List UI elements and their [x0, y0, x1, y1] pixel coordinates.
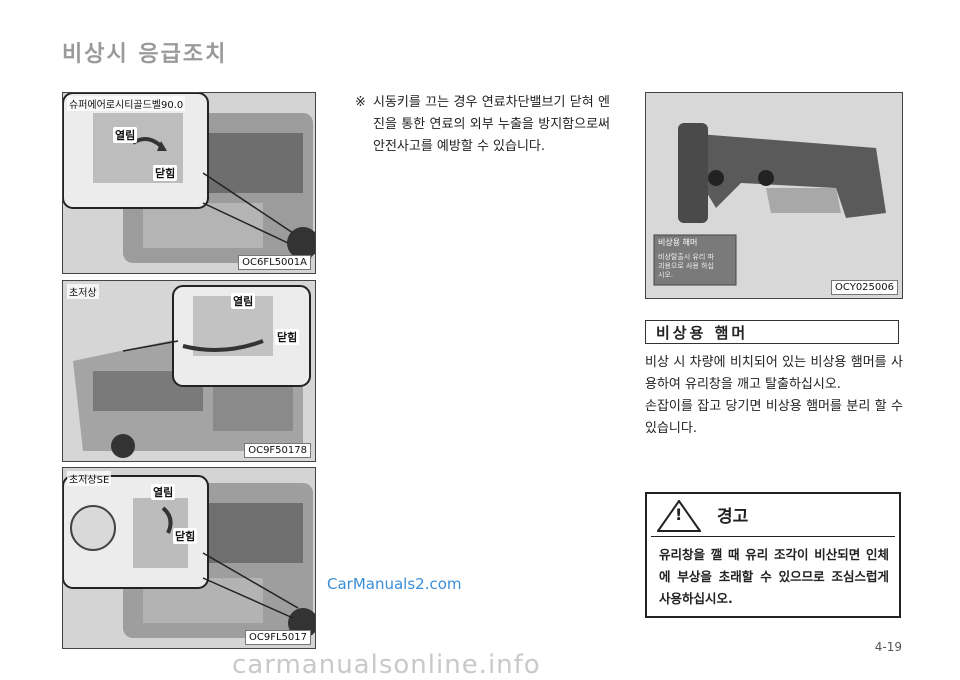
- bus-illustration-1: [63, 93, 315, 273]
- photo-1-close-callout: 닫힘: [153, 165, 178, 181]
- photo-2-label: 초저상: [67, 284, 99, 299]
- warning-symbol: !: [675, 505, 683, 524]
- hammer-tag-text: 비상탈출시 유리 파괴용으로 사용 하십시오.: [658, 253, 714, 279]
- warning-divider: [651, 536, 895, 537]
- hammer-heading: 비상용 햄머: [645, 320, 899, 344]
- photo-3-open-callout: 열림: [151, 484, 176, 500]
- warning-triangle-icon: [657, 500, 701, 532]
- note-text: 시동키를 끄는 경우 연료차단밸브기 닫혀 엔진을 통한 연료의 외부 누출을 …: [373, 95, 610, 154]
- bus-illustration-3: [63, 468, 315, 648]
- photo-2-open-callout: 열림: [231, 293, 256, 309]
- page-number: 4-19: [874, 640, 902, 654]
- photo-1-label: 슈퍼에어로시티골드벨90.0: [67, 96, 186, 111]
- hammer-illustration: [646, 93, 902, 298]
- warning-text: 유리창을 깰 때 유리 조각이 비산되면 인체에 부상을 초래할 수 있으므로 …: [659, 547, 889, 606]
- warning-box: ! 경고 유리창을 깰 때 유리 조각이 비산되면 인체에 부상을 초래할 수 …: [645, 492, 901, 618]
- photo-2-close-callout: 닫힘: [275, 329, 300, 345]
- fuel-cutoff-note: ※ 시동키를 끄는 경우 연료차단밸브기 닫혀 엔진을 통한 연료의 외부 누출…: [355, 92, 610, 158]
- bus-photo-1: 슈퍼에어로시티골드벨90.0 열림 닫힘 OC6FL5001A: [62, 92, 316, 274]
- watermark-carmanualsonline[interactable]: carmanualsonline.info: [232, 650, 541, 680]
- bus-photo-2: 초저상 열림 닫힘 OC9F50178: [62, 280, 316, 462]
- section-title: 비상시 응급조치: [62, 42, 228, 67]
- hammer-body-paragraph-1: 비상 시 차량에 비치되어 있는 비상용 햄머를 사용하여 유리창을 깨고 탈출…: [645, 355, 903, 392]
- photo-1-open-callout: 열림: [113, 127, 138, 143]
- bus-illustration-2: [63, 281, 315, 461]
- watermark-carmanuals2[interactable]: CarManuals2.com: [327, 575, 462, 593]
- photo-3-code: OC9FL5017: [245, 630, 311, 645]
- note-mark: ※: [355, 95, 366, 110]
- warning-title: 경고: [717, 507, 749, 527]
- hammer-photo-code: OCY025006: [831, 280, 898, 295]
- bus-photo-3: 초저상SE 열림 닫힘 OC9FL5017: [62, 467, 316, 649]
- photo-2-code: OC9F50178: [244, 443, 311, 458]
- photo-1-code: OC6FL5001A: [238, 255, 311, 270]
- hammer-photo: 비상용 해머 비상탈출시 유리 파괴용으로 사용 하십시오. OCY025006: [645, 92, 903, 299]
- hammer-body-paragraph-2: 손잡이를 잡고 당기면 비상용 햄머를 분리 할 수 있습니다.: [645, 399, 903, 436]
- hammer-body: 비상 시 차량에 비치되어 있는 비상용 햄머를 사용하여 유리창을 깨고 탈출…: [645, 352, 903, 440]
- photo-3-label: 초저상SE: [67, 471, 112, 486]
- hammer-tag-title: 비상용 해머: [658, 238, 698, 247]
- photo-3-close-callout: 닫힘: [173, 528, 198, 544]
